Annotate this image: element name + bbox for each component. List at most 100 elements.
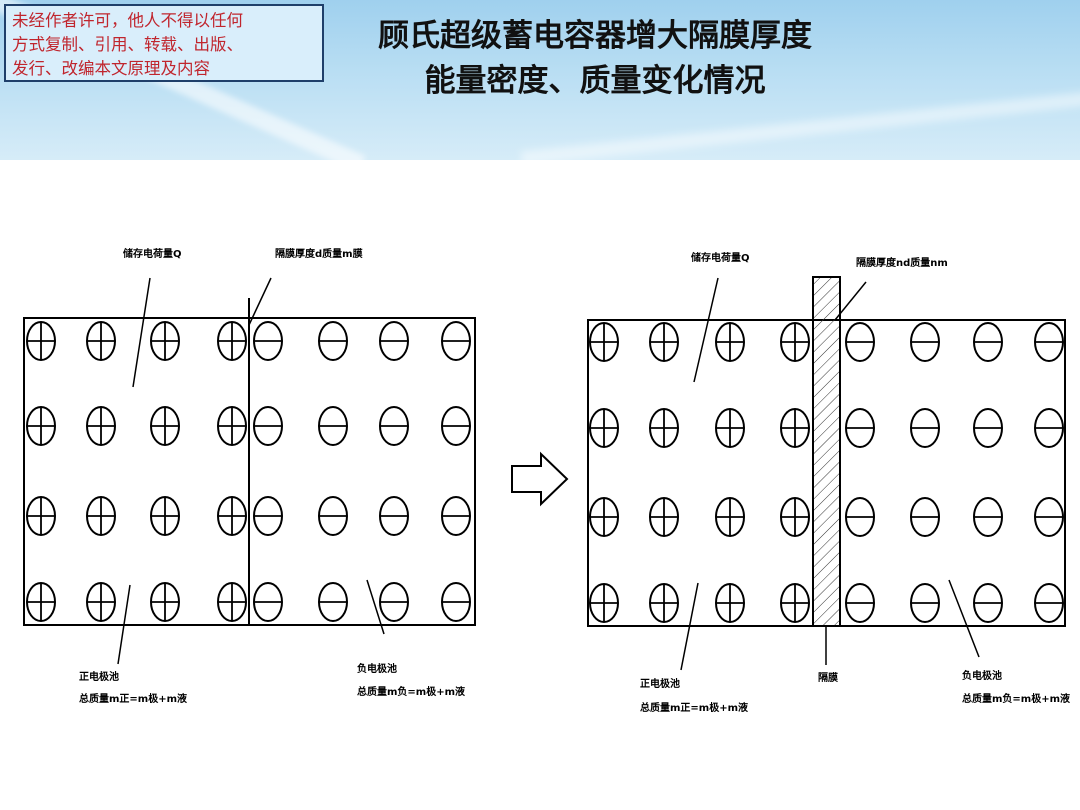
left-charge-label: 储存电荷量Q (122, 247, 182, 260)
right-charge-leader (693, 277, 719, 383)
positive-ion-icon (150, 321, 180, 361)
page-title: 顾氏超级蓄电容器增大隔膜厚度 能量密度、质量变化情况 (330, 14, 860, 104)
left-negative-pool: 负电极池 (357, 662, 397, 675)
copyright-notice: 未经作者许可，他人不得以任何 方式复制、引用、转载、出版、 发行、改编本文原理及… (4, 4, 324, 82)
positive-ion-icon (26, 406, 56, 446)
right-separator-label: 隔膜 (818, 671, 838, 684)
title-line-1: 顾氏超级蓄电容器增大隔膜厚度 (378, 18, 812, 54)
negative-ion-icon (441, 582, 471, 622)
positive-ion-icon (780, 583, 810, 623)
negative-ion-icon (318, 321, 348, 361)
notice-line: 未经作者许可，他人不得以任何 (12, 11, 243, 30)
negative-ion-icon (910, 322, 940, 362)
positive-ion-icon (86, 496, 116, 536)
positive-ion-icon (649, 408, 679, 448)
positive-ion-icon (217, 582, 247, 622)
right-negative-leader (948, 579, 980, 658)
negative-ion-icon (1034, 583, 1064, 623)
capacitor-diagram: 储存电荷量Q 隔膜厚度d质量m膜 正电极池 总质量m正=m极+m液 负电极池 总… (23, 247, 1070, 714)
negative-ion-icon (318, 406, 348, 446)
positive-ion-icon (715, 408, 745, 448)
left-negative-mass: 总质量m负=m极+m液 (357, 685, 465, 698)
negative-ion-icon (1034, 497, 1064, 537)
right-positive-pool: 正电极池 (640, 677, 680, 690)
positive-ion-icon (26, 496, 56, 536)
negative-ion-icon (845, 408, 875, 448)
positive-ion-icon (589, 497, 619, 537)
negative-ion-icon (253, 496, 283, 536)
negative-ion-icon (253, 582, 283, 622)
positive-ion-icon (715, 322, 745, 362)
negative-ion-icon (973, 497, 1003, 537)
negative-ion-icon (379, 582, 409, 622)
left-negative-leader (366, 579, 385, 635)
left-cell: 储存电荷量Q 隔膜厚度d质量m膜 正电极池 总质量m正=m极+m液 负电极池 总… (23, 247, 476, 705)
title-line-2: 能量密度、质量变化情况 (424, 63, 766, 99)
positive-ion-icon (649, 583, 679, 623)
positive-ion-icon (86, 406, 116, 446)
negative-ion-icon (845, 497, 875, 537)
positive-ion-icon (26, 321, 56, 361)
negative-ion-icon (318, 496, 348, 536)
negative-ion-icon (441, 321, 471, 361)
positive-ion-icon (649, 497, 679, 537)
right-negative-mass: 总质量m负=m极+m液 (962, 692, 1070, 705)
left-ion-grid (26, 321, 471, 622)
right-membrane-label: 隔膜厚度nd质量nm (856, 256, 948, 269)
negative-ion-icon (973, 583, 1003, 623)
left-membrane-leader (248, 277, 272, 326)
positive-ion-icon (150, 496, 180, 536)
positive-ion-icon (715, 497, 745, 537)
right-ion-grid (589, 322, 1064, 623)
negative-ion-icon (253, 406, 283, 446)
positive-ion-icon (150, 582, 180, 622)
positive-ion-icon (589, 583, 619, 623)
right-negative-pool: 负电极池 (962, 669, 1002, 682)
header-banner: 未经作者许可，他人不得以任何 方式复制、引用、转载、出版、 发行、改编本文原理及… (0, 0, 1080, 160)
positive-ion-icon (86, 582, 116, 622)
left-positive-mass: 总质量m正=m极+m液 (79, 692, 187, 705)
positive-ion-icon (780, 322, 810, 362)
negative-ion-icon (973, 322, 1003, 362)
positive-ion-icon (649, 322, 679, 362)
negative-ion-icon (253, 321, 283, 361)
negative-ion-icon (910, 583, 940, 623)
positive-ion-icon (217, 496, 247, 536)
left-charge-leader (132, 277, 151, 388)
transition-arrow-icon (511, 451, 569, 507)
notice-line: 方式复制、引用、转载、出版、 (12, 35, 243, 54)
negative-ion-icon (441, 496, 471, 536)
positive-ion-icon (150, 406, 180, 446)
left-membrane-label: 隔膜厚度d质量m膜 (275, 247, 363, 260)
positive-ion-icon (780, 408, 810, 448)
negative-ion-icon (379, 496, 409, 536)
positive-ion-icon (217, 321, 247, 361)
negative-ion-icon (973, 408, 1003, 448)
negative-ion-icon (845, 583, 875, 623)
positive-ion-icon (26, 582, 56, 622)
right-charge-label: 储存电荷量Q (690, 251, 750, 264)
right-positive-leader (680, 582, 699, 671)
negative-ion-icon (910, 408, 940, 448)
left-positive-pool: 正电极池 (79, 670, 119, 683)
negative-ion-icon (379, 406, 409, 446)
positive-ion-icon (715, 583, 745, 623)
left-positive-leader (117, 584, 131, 665)
negative-ion-icon (379, 321, 409, 361)
positive-ion-icon (217, 406, 247, 446)
negative-ion-icon (318, 582, 348, 622)
positive-ion-icon (86, 321, 116, 361)
negative-ion-icon (845, 322, 875, 362)
notice-line: 发行、改编本文原理及内容 (12, 59, 210, 78)
negative-ion-icon (910, 497, 940, 537)
right-cell: 储存电荷量Q 隔膜厚度nd质量nm 隔膜 正电极池 总质量m正=m极+m液 负电… (587, 251, 1070, 714)
right-membrane-leader (834, 281, 867, 321)
negative-ion-icon (1034, 408, 1064, 448)
negative-ion-icon (1034, 322, 1064, 362)
negative-ion-icon (441, 406, 471, 446)
right-positive-mass: 总质量m正=m极+m液 (640, 701, 748, 714)
positive-ion-icon (780, 497, 810, 537)
positive-ion-icon (589, 408, 619, 448)
positive-ion-icon (589, 322, 619, 362)
thick-membrane (812, 276, 841, 627)
